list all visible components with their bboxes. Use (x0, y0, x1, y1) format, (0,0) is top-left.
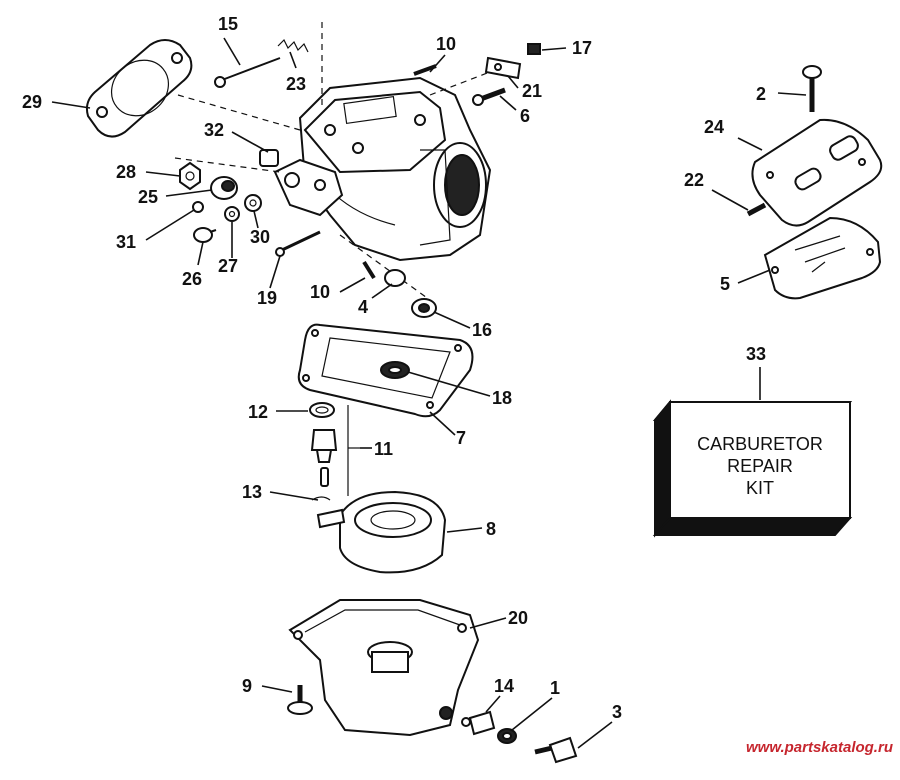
callout-20: 20 (508, 608, 528, 628)
part-31-washer (192, 201, 204, 213)
callout-21: 21 (522, 81, 542, 101)
callout-1: 1 (550, 678, 560, 698)
callout-labels: 15 23 10 17 21 6 29 32 28 25 31 26 27 30… (22, 14, 766, 722)
leader-lines (51, 37, 807, 749)
callout-6: 6 (520, 106, 530, 126)
part-14-jet (461, 710, 496, 736)
callout-13: 13 (242, 482, 262, 502)
part-10-pin-top (413, 64, 437, 76)
callout-3: 3 (612, 702, 622, 722)
part-10-pin-bottom (362, 260, 376, 280)
callout-4: 4 (358, 297, 368, 317)
part-11-needle-seat (310, 405, 360, 496)
part-33-repair-kit-box: CARBURETOR REPAIR KIT (652, 399, 853, 538)
part-12-gasket (309, 402, 335, 418)
assembly-guide-lines (174, 22, 496, 301)
callout-29: 29 (22, 92, 42, 112)
callout-25: 25 (138, 187, 158, 207)
callout-33: 33 (746, 344, 766, 364)
callout-28: 28 (116, 162, 136, 182)
callout-18: 18 (492, 388, 512, 408)
callout-27: 27 (218, 256, 238, 276)
callout-32: 32 (204, 120, 224, 140)
part-28-nut (179, 161, 201, 191)
callout-12: 12 (248, 402, 268, 422)
part-26-screw (193, 227, 217, 243)
callout-17: 17 (572, 38, 592, 58)
callout-14: 14 (494, 676, 514, 696)
part-27-washer (224, 206, 240, 222)
kit-label-line1: CARBURETOR (697, 434, 823, 454)
callout-26: 26 (182, 269, 202, 289)
callout-16: 16 (472, 320, 492, 340)
callout-5: 5 (720, 274, 730, 294)
callout-31: 31 (116, 232, 136, 252)
watermark: www.partskatalog.ru (746, 739, 893, 756)
callout-24: 24 (704, 117, 724, 137)
part-5-diaphragm (763, 216, 882, 300)
part-20-float-bowl (288, 599, 480, 737)
callout-10-top: 10 (436, 34, 456, 54)
callout-15: 15 (218, 14, 238, 34)
part-19-screw (275, 230, 321, 257)
callout-11: 11 (374, 439, 393, 459)
part-8-float (316, 490, 447, 574)
part-24-pump-cover (751, 118, 883, 227)
callout-30: 30 (250, 227, 270, 247)
part-21-plate (484, 56, 522, 80)
part-18-ring (380, 361, 410, 379)
callout-9: 9 (242, 676, 252, 696)
part-2-screw (802, 65, 822, 112)
part-25-bushing (210, 176, 238, 200)
part-23-spring (277, 38, 309, 53)
part-15-screw (214, 57, 281, 88)
kit-label-line2: REPAIR (727, 456, 793, 476)
callout-10-bottom: 10 (310, 282, 330, 302)
part-9-screw (287, 685, 313, 715)
callout-23: 23 (286, 74, 306, 94)
carburetor-body (298, 76, 492, 262)
part-6-pin (472, 87, 506, 106)
callout-8: 8 (486, 519, 496, 539)
part-16-plug (411, 298, 437, 318)
kit-label-line3: KIT (746, 478, 774, 498)
part-4-plug (384, 269, 406, 287)
callout-22: 22 (684, 170, 704, 190)
callout-2: 2 (756, 84, 766, 104)
callout-7: 7 (456, 428, 466, 448)
part-29-gasket (85, 39, 193, 138)
part-22-screw (746, 202, 767, 217)
part-3-plug-screw (534, 736, 578, 764)
callout-19: 19 (257, 288, 277, 308)
part-17-screw (527, 43, 541, 55)
part-1-washer (497, 728, 517, 744)
part-30-lockwasher (244, 194, 262, 212)
throttle-lever-assembly (259, 149, 344, 217)
